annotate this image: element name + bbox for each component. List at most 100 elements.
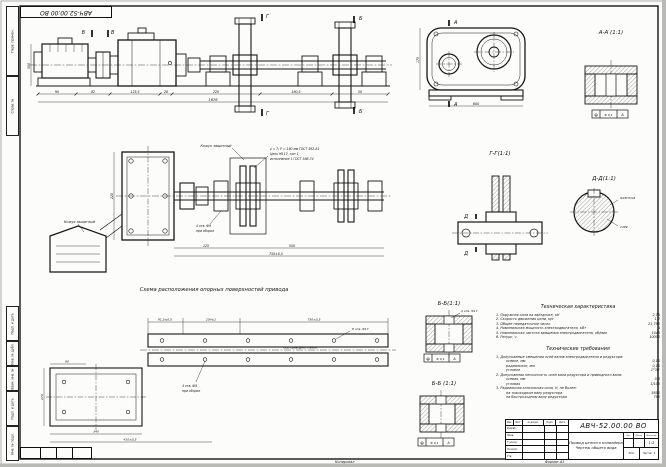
tech-req-row: 1. Допускаемые смещения осей валов элект… — [496, 355, 660, 359]
tech-req-text: 2. Допускаемая несоосность осей вала ред… — [496, 372, 623, 377]
side-view-texts: А А 600 175 — [416, 20, 479, 108]
tol-frame-datum: А — [620, 113, 624, 117]
dim-main-3: 125,5 — [130, 90, 139, 94]
schema-dim-8: 8 отв. Ф17 — [352, 327, 369, 331]
margin-box-inv-dubl: Инв. № дубл. — [6, 341, 19, 366]
margin-label: Подп. и дата — [10, 397, 15, 420]
section-b-b-2-texts: Б-Б (1:1) ⊕ Ф 0,1 А — [420, 381, 456, 447]
tech-characteristics: Техническая характеристика 1. Окружная с… — [496, 305, 660, 340]
section-b-b-2 — [417, 390, 465, 447]
title-block-right: АВЧ-52.00.00 ВО Привод цепного конвейера… — [569, 420, 658, 459]
dim-plan-125: 125 — [203, 244, 209, 248]
schema-note-2: при сборке — [182, 389, 200, 393]
scan-edge-right — [662, 0, 666, 467]
tech-req-value: 750 — [653, 395, 660, 400]
tech-char-text: 4. Номинальная мощность электродвигателя… — [496, 326, 587, 331]
section-d-d — [570, 188, 619, 236]
assembly-note-2: при сборке — [196, 229, 214, 233]
tech-req-row: 3. Радиальная консольная сила, Н, не бол… — [496, 386, 660, 390]
bb2-frame-symbol: ⊕ — [420, 442, 424, 447]
dim-main-left: 500 — [27, 63, 31, 69]
tb-col-podp: Подп. — [544, 420, 557, 425]
tb-row-nkontr: Н.контр. — [506, 446, 568, 454]
margin-label: Взам. инв. № — [10, 367, 15, 390]
tech-req-row: осевая, мм 0,3 — [496, 377, 660, 381]
tech-char-text: 6. Ресурс, ч — [496, 335, 517, 340]
chain-note-line3: исполнение 1 ГОСТ 588-74 — [270, 157, 314, 161]
mark-a-top: А — [453, 20, 458, 26]
mark-g-bottom: Г — [266, 111, 270, 117]
tech-req-text: 1. Допускаемые смещения осей валов элект… — [496, 354, 624, 359]
dd-key-label: 14Р9 — [620, 225, 628, 229]
dim-side-left: 175 — [416, 57, 420, 63]
mass-label: Масса — [634, 433, 645, 438]
tech-req-text: осевая, мм — [506, 377, 526, 382]
tech-req-text: осевое, мм — [506, 359, 526, 364]
tech-req-value: 1/100 — [650, 381, 660, 386]
tech-characteristics-title: Техническая характеристика — [540, 305, 616, 310]
chain-note-line1: z = 7; Р = 160 мм ГОСТ 592-81 — [269, 147, 319, 151]
main-view-marks: Б Б В В Г Г — [82, 14, 363, 117]
tech-char-value: 2,75 — [652, 312, 660, 317]
mark-d-bottom: Д — [463, 251, 468, 257]
label-section-aa: А-А (1:1) — [598, 30, 623, 36]
tech-req-row: на быстроходном валу редуктора 750 — [496, 395, 660, 399]
tech-req-text: угловая — [506, 381, 521, 386]
margin-label: Справ. № — [10, 98, 15, 114]
bb1-note: 4 отв. Ф17 — [461, 309, 478, 313]
section-g-g-texts: Г-Г(1:1) Д Д — [463, 151, 511, 257]
tech-char-value: 10000 — [649, 335, 660, 340]
drawing-name-line1: Привод цепного конвейера — [569, 441, 623, 446]
tech-req-value: 5650 — [651, 390, 660, 395]
dim-plan-550: 550 — [289, 244, 295, 248]
tech-req-text: на быстроходном валу редуктора — [506, 395, 567, 400]
scale-value: 1:2 — [648, 441, 655, 445]
tb-row-utv: Утв. — [506, 453, 568, 459]
tech-char-text: 3. Общее передаточное число — [496, 321, 551, 326]
schema-dim-3: 750±0,5 — [307, 318, 320, 322]
tb-row-tkontr: Т.контр. — [506, 439, 568, 447]
tech-requirements: Технические требования 1. Допускаемые см… — [496, 347, 660, 400]
assembly-note-1: 4 отв. Ф9 — [196, 224, 211, 228]
tb-col-izm: Изм. — [506, 420, 514, 425]
title-block-header-row: Изм. Лист № докум. Подп. Дата — [506, 420, 568, 426]
tb-row-prov: Пров. — [506, 432, 568, 440]
format-note: Формат A1 — [545, 460, 565, 464]
main-view-dimensions: 90 82 125,5 28 220 180,5 50 1676 500 — [27, 44, 390, 103]
sheets-label: Листов — [642, 452, 652, 455]
rotated-doc-number-box: АВЧ-52.00.00 ВО — [20, 6, 112, 18]
tech-req-value: 0,15 — [652, 359, 660, 364]
schema-dim-2: 254±1 — [206, 318, 216, 322]
cover-label-2: Кожух защитный — [64, 220, 96, 224]
tb-row-label: Пров. — [506, 432, 523, 439]
tb-col-data: Дата — [559, 421, 565, 424]
schema-view — [43, 318, 396, 443]
margin-label: Инв. № подл. — [10, 432, 15, 455]
plan-view-texts: Кожух защитный Кожух защитный z = 7; Р =… — [64, 144, 319, 256]
label-section-dd: Д-Д(1:1) — [591, 176, 616, 182]
tech-req-value: 0,3 — [654, 377, 660, 382]
margin-label: Перв. примен. — [10, 29, 15, 53]
tech-char-value: 1,2 — [654, 317, 660, 322]
tech-req-row: угловая 1/100 — [496, 382, 660, 386]
plan-view — [49, 146, 392, 273]
bb1-frame-datum: А — [452, 357, 456, 361]
dim-side-bottom: 600 — [473, 102, 479, 106]
tb-row-label: Н.контр. — [506, 446, 523, 453]
margin-label: Подп. и дата — [10, 312, 15, 335]
mark-d-top: Д — [463, 214, 468, 220]
title-block-signatures: Изм. Лист № докум. Подп. Дата Разраб. Пр… — [506, 420, 569, 459]
mark-v-left: В — [82, 30, 86, 36]
schema-dim-7: 270 — [40, 394, 44, 400]
schema-dim-4: 410±0,5 — [123, 438, 136, 442]
lit-label: Лит. — [624, 433, 634, 438]
tech-req-row: осевое, мм 0,15 — [496, 359, 660, 363]
section-d-d-texts: Д-Д(1:1) Ф45Н7/к6 14Р9 — [591, 176, 635, 229]
margin-box-vzam-inv: Взам. инв. № — [6, 366, 19, 391]
tech-char-value: 1445 — [651, 330, 660, 335]
mark-a-bottom: А — [453, 102, 458, 108]
drawing-name: Привод цепного конвейера Чертеж общего в… — [569, 433, 624, 459]
